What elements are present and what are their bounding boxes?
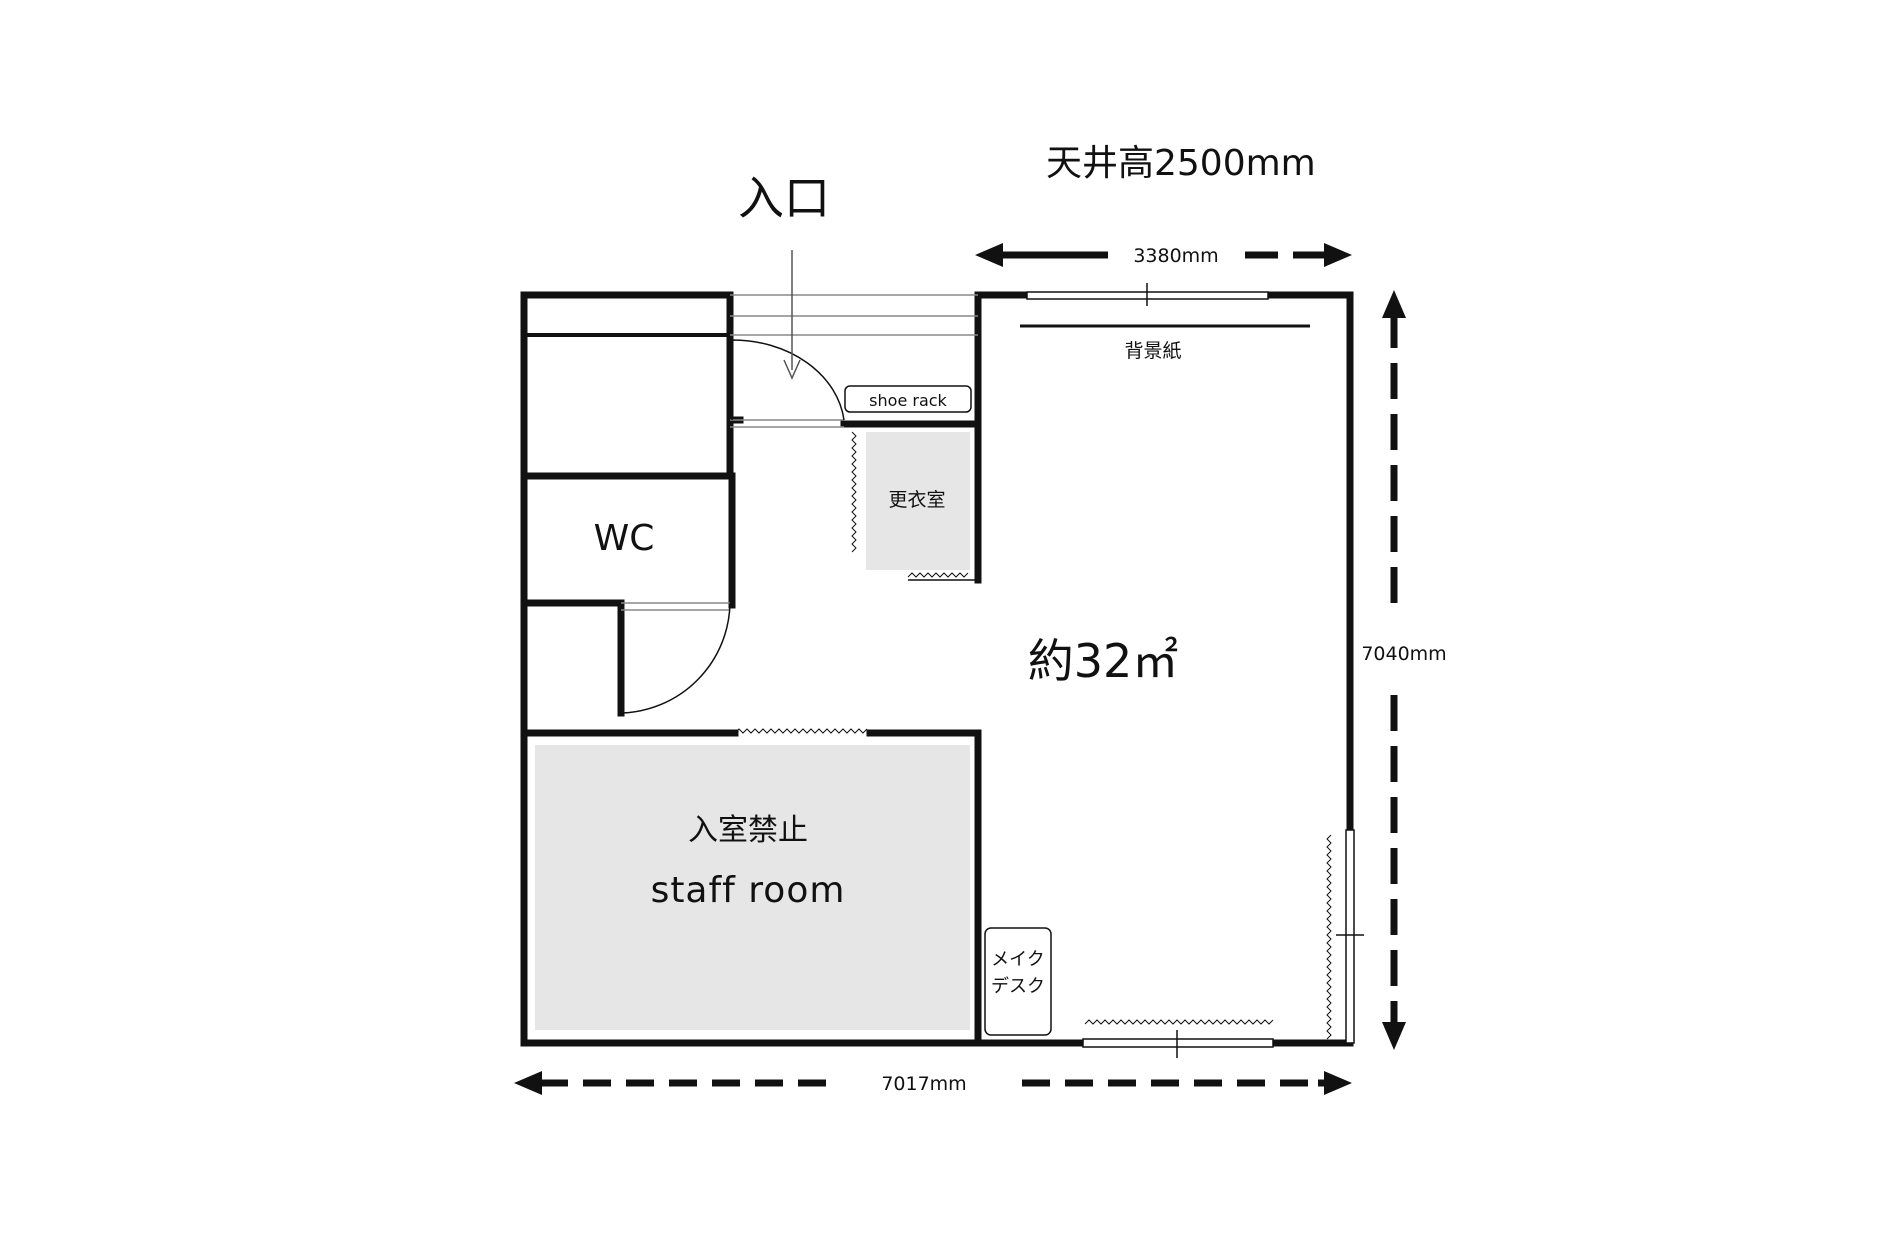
curtain-right xyxy=(1326,834,1332,1040)
ceiling-height-label: 天井高2500mm xyxy=(1046,143,1316,184)
window-top xyxy=(1026,283,1269,306)
wc-label: WC xyxy=(594,518,655,559)
shoe-rack-box xyxy=(844,385,972,413)
changing-room-curtain-left xyxy=(851,431,857,553)
dimension-bottom-arrow xyxy=(514,1071,1352,1095)
shoe-rack-label: shoe rack xyxy=(869,391,947,410)
walls xyxy=(520,291,1354,1047)
dimension-right-label: 7040mm xyxy=(1361,643,1446,665)
entrance-label: 入口 xyxy=(738,171,830,225)
dimension-right-arrow xyxy=(1382,290,1406,1050)
changing-room-curtain-bottom xyxy=(907,572,969,578)
backdrop-label: 背景紙 xyxy=(1124,340,1181,362)
changing-room-fill xyxy=(866,432,970,570)
curtain-bottom xyxy=(1084,1019,1274,1025)
wc-door-swing xyxy=(620,602,731,714)
window-bottom xyxy=(1082,1030,1274,1058)
dimension-bottom-label: 7017mm xyxy=(881,1073,966,1095)
staff-room-fill xyxy=(535,745,970,1030)
staff-room-curtain xyxy=(734,728,868,734)
entry-passage-lines xyxy=(730,294,978,428)
dimension-top-label: 3380mm xyxy=(1133,245,1218,267)
dimension-top-arrow xyxy=(975,243,1352,267)
staff-room-restricted-label: 入室禁止 xyxy=(688,813,808,848)
makeup-desk-label-2: デスク xyxy=(991,976,1045,997)
window-right xyxy=(1336,829,1364,1044)
changing-room-label: 更衣室 xyxy=(888,489,945,511)
staff-room-label: staff room xyxy=(651,870,846,911)
makeup-desk-box xyxy=(984,927,1052,1036)
entrance-door-swing xyxy=(731,339,845,421)
makeup-desk-label-1: メイク xyxy=(991,949,1045,970)
main-area-label: 約32㎡ xyxy=(1028,634,1179,688)
entrance-arrow-head xyxy=(783,359,801,380)
